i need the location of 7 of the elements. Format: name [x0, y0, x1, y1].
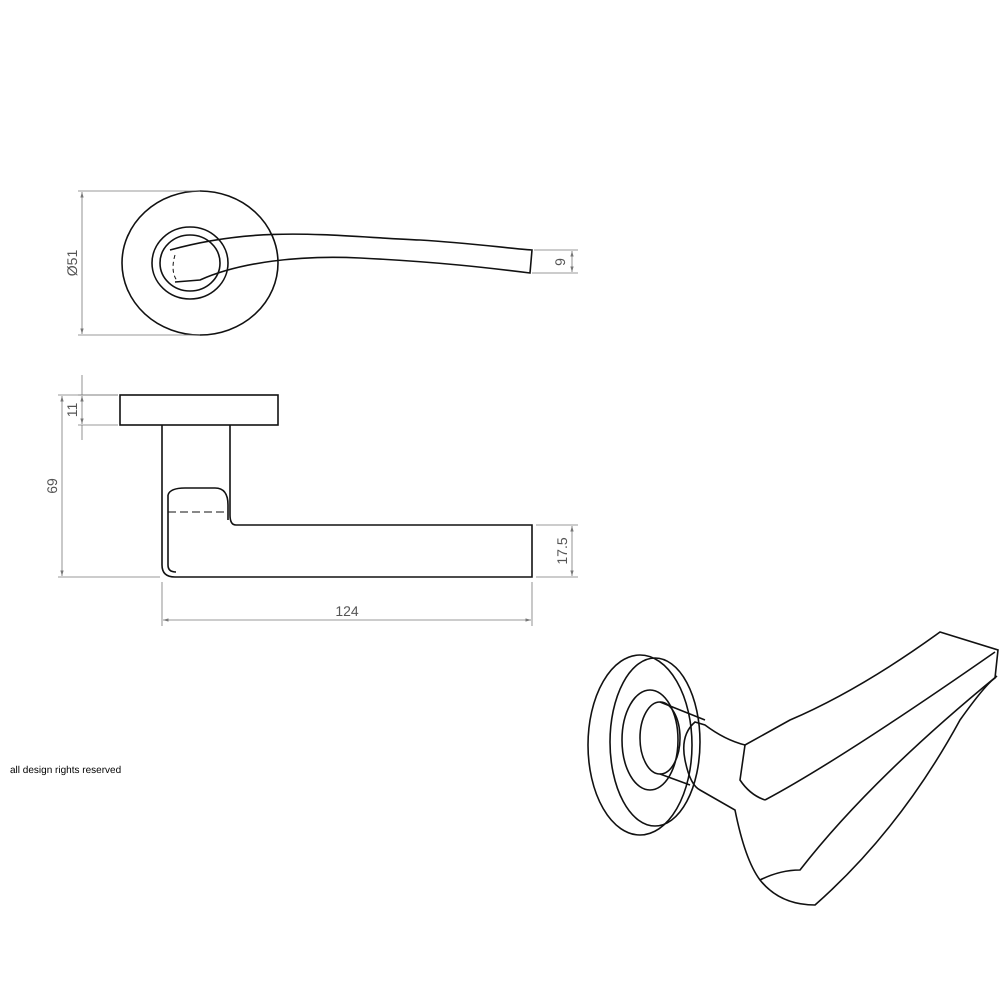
dimension-label: 9	[553, 258, 567, 266]
dimension-label: 69	[45, 478, 59, 494]
dimension-label: 124	[335, 604, 359, 618]
rights-notice: all design rights reserved	[10, 766, 122, 776]
dimension-label: 17.5	[555, 537, 569, 565]
dimension-label: Ø51	[65, 250, 79, 276]
dimension-label: 11	[65, 402, 79, 418]
